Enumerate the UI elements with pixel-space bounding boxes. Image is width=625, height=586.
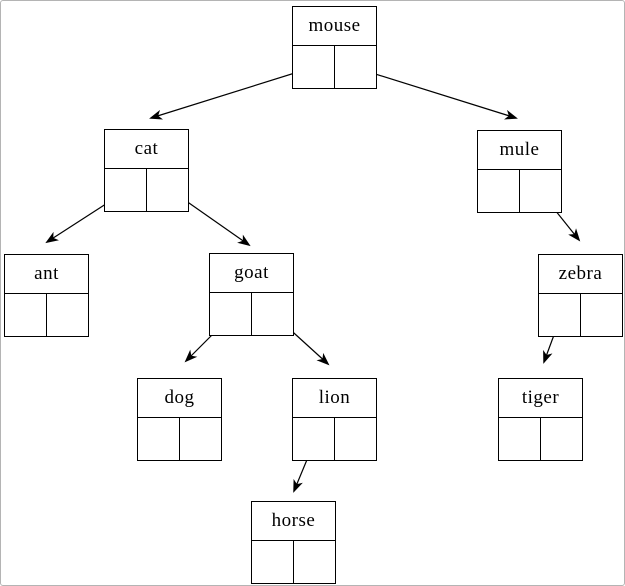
right-pointer-cell	[147, 169, 188, 211]
tree-node-mule: mule	[477, 130, 562, 213]
edge-mouse-left-to-cat	[149, 66, 315, 120]
tree-node-ant: ant	[4, 254, 89, 337]
left-pointer-cell	[539, 294, 581, 336]
tree-node-horse: horse	[251, 501, 336, 584]
pointer-cells	[5, 294, 88, 336]
tree-node-tiger: tiger	[498, 378, 583, 461]
right-pointer-cell	[180, 418, 221, 460]
left-pointer-cell	[105, 169, 147, 211]
right-pointer-cell	[335, 46, 376, 88]
tree-node-goat: goat	[209, 253, 294, 336]
tree-node-dog: dog	[137, 378, 222, 461]
node-label: zebra	[539, 255, 622, 294]
left-pointer-cell	[252, 541, 294, 583]
right-pointer-cell	[294, 541, 335, 583]
right-pointer-cell	[581, 294, 622, 336]
right-pointer-cell	[335, 418, 376, 460]
pointer-cells	[105, 169, 188, 211]
edge-mouse-right-to-mule	[352, 66, 518, 120]
left-pointer-cell	[210, 293, 252, 335]
node-label: mule	[478, 131, 561, 170]
right-pointer-cell	[47, 294, 88, 336]
pointer-cells	[293, 46, 376, 88]
right-pointer-cell	[252, 293, 293, 335]
right-pointer-cell	[541, 418, 582, 460]
node-label: goat	[210, 254, 293, 293]
node-label: lion	[293, 379, 376, 418]
left-pointer-cell	[293, 418, 335, 460]
left-pointer-cell	[5, 294, 47, 336]
right-pointer-cell	[520, 170, 561, 212]
node-label: horse	[252, 502, 335, 541]
left-pointer-cell	[499, 418, 541, 460]
tree-node-lion: lion	[292, 378, 377, 461]
node-label: mouse	[293, 7, 376, 46]
pointer-cells	[138, 418, 221, 460]
node-label: tiger	[499, 379, 582, 418]
left-pointer-cell	[293, 46, 335, 88]
pointer-cells	[293, 418, 376, 460]
tree-node-cat: cat	[104, 129, 189, 212]
tree-node-zebra: zebra	[538, 254, 623, 337]
pointer-cells	[210, 293, 293, 335]
node-label: dog	[138, 379, 221, 418]
pointer-cells	[252, 541, 335, 583]
node-label: ant	[5, 255, 88, 294]
tree-node-mouse: mouse	[292, 6, 377, 89]
pointer-cells	[478, 170, 561, 212]
left-pointer-cell	[478, 170, 520, 212]
node-label: cat	[105, 130, 188, 169]
left-pointer-cell	[138, 418, 180, 460]
pointer-cells	[499, 418, 582, 460]
pointer-cells	[539, 294, 622, 336]
